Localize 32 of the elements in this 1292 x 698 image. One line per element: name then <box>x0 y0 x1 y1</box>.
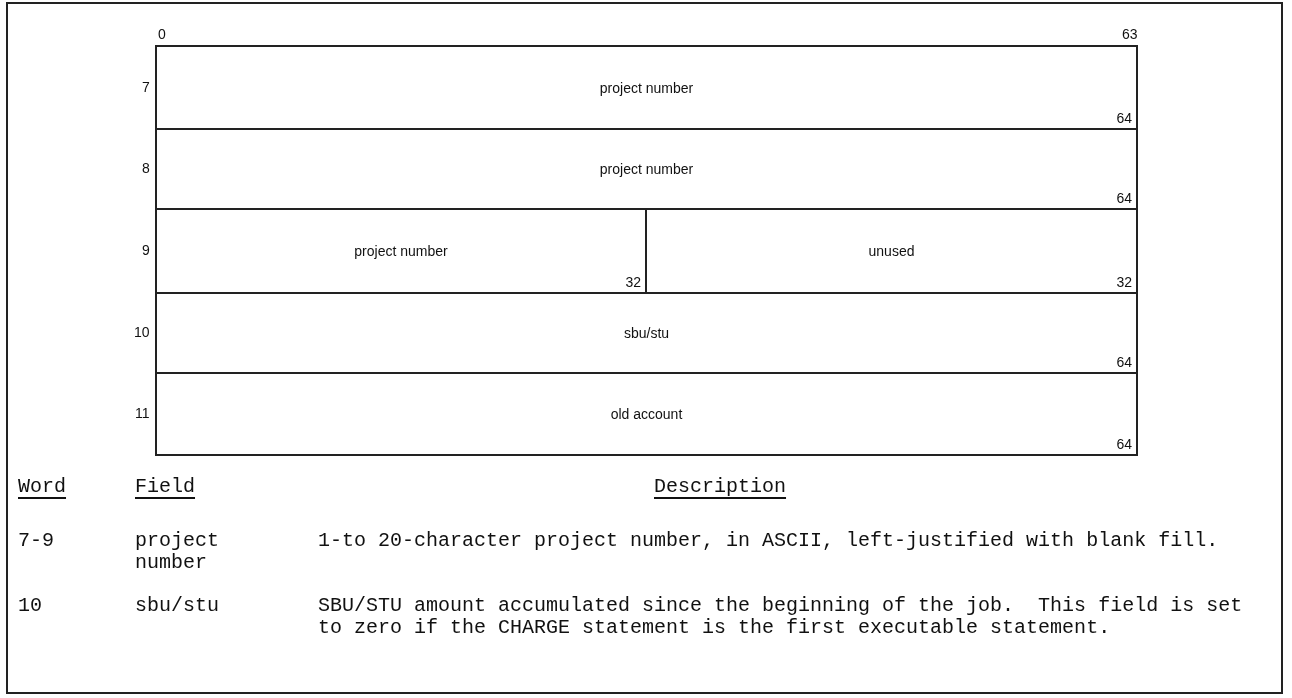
table-cell: 10 <box>18 595 42 617</box>
word-number: 10 <box>134 324 150 340</box>
field-name: project number <box>599 79 694 96</box>
column-header: Field <box>135 476 195 498</box>
table-cell: sbu/stu <box>135 595 219 617</box>
table-cell-text: project number <box>135 530 220 574</box>
field-box <box>155 45 1138 130</box>
bit-width: 32 <box>625 274 641 290</box>
word-number: 9 <box>142 242 150 258</box>
table-cell-text: SBU/STU amount accumulated since the beginning of the job. This field is set to zero if the CHARGE statement is the first executable statement. <box>318 595 1244 639</box>
bit-width: 32 <box>1116 274 1132 290</box>
bit-width: 64 <box>1116 190 1132 206</box>
bit-width: 64 <box>1116 436 1132 452</box>
field-box <box>155 128 1138 210</box>
bit-width: 64 <box>1116 354 1132 370</box>
bit-number: 0 <box>158 26 166 42</box>
bit-width: 64 <box>1116 110 1132 126</box>
word-number: 11 <box>135 405 150 421</box>
word-number: 8 <box>142 160 150 176</box>
field-box <box>155 372 1138 456</box>
word-number: 7 <box>142 78 150 95</box>
column-header: Description <box>654 476 787 498</box>
field-name: project number <box>354 243 448 259</box>
field-name: old account <box>610 406 683 422</box>
field-name: sbu/stu <box>623 325 670 341</box>
table-cell-text: 1-to 20-character project number, in ASCII, left-justified with blank fill. <box>318 530 1220 552</box>
field-name: project number <box>599 161 694 177</box>
column-header: Word <box>18 476 66 498</box>
field-name: unused <box>868 243 915 259</box>
bit-number: 63 <box>1122 26 1138 42</box>
table-cell: 7-9 <box>18 530 54 552</box>
field-box <box>155 292 1138 374</box>
